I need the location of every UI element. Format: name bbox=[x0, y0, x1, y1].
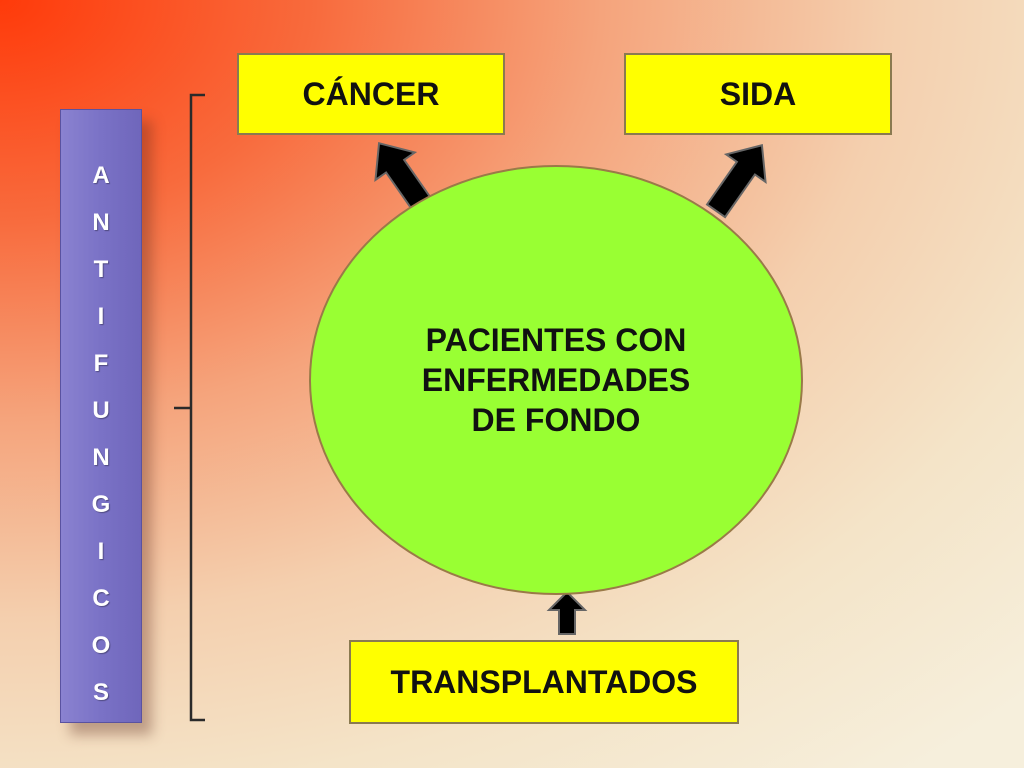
cancer-label: CÁNCER bbox=[302, 75, 440, 112]
letter: S bbox=[92, 679, 109, 706]
letter: O bbox=[91, 632, 111, 659]
letter: T bbox=[93, 256, 109, 283]
letter: G bbox=[91, 491, 111, 518]
transplantados-box: TRANSPLANTADOS bbox=[349, 640, 739, 724]
antifungicos-vertical-label: A N T I F U N G I C O S bbox=[60, 109, 142, 723]
transplantados-label: TRANSPLANTADOS bbox=[390, 663, 698, 700]
letter: I bbox=[97, 538, 105, 565]
letter: I bbox=[97, 303, 105, 330]
sida-box: SIDA bbox=[624, 53, 892, 135]
center-circle: PACIENTES CON ENFERMEDADES DE FONDO bbox=[309, 165, 803, 595]
cancer-box: CÁNCER bbox=[237, 53, 505, 135]
letter: C bbox=[92, 585, 110, 612]
center-line: PACIENTES CON bbox=[425, 322, 687, 358]
letter: A bbox=[92, 162, 110, 189]
arrow-from-transplantados-icon bbox=[546, 590, 588, 635]
letter: U bbox=[92, 397, 110, 424]
brace bbox=[174, 93, 205, 722]
letter: F bbox=[93, 350, 109, 377]
center-line: DE FONDO bbox=[471, 402, 641, 438]
sida-label: SIDA bbox=[719, 75, 797, 112]
letter: N bbox=[92, 209, 110, 236]
center-line: ENFERMEDADES bbox=[421, 362, 691, 398]
letter: N bbox=[92, 444, 110, 471]
center-text: PACIENTES CON ENFERMEDADES DE FONDO bbox=[422, 320, 690, 440]
arrow-to-sida-icon bbox=[705, 143, 767, 219]
